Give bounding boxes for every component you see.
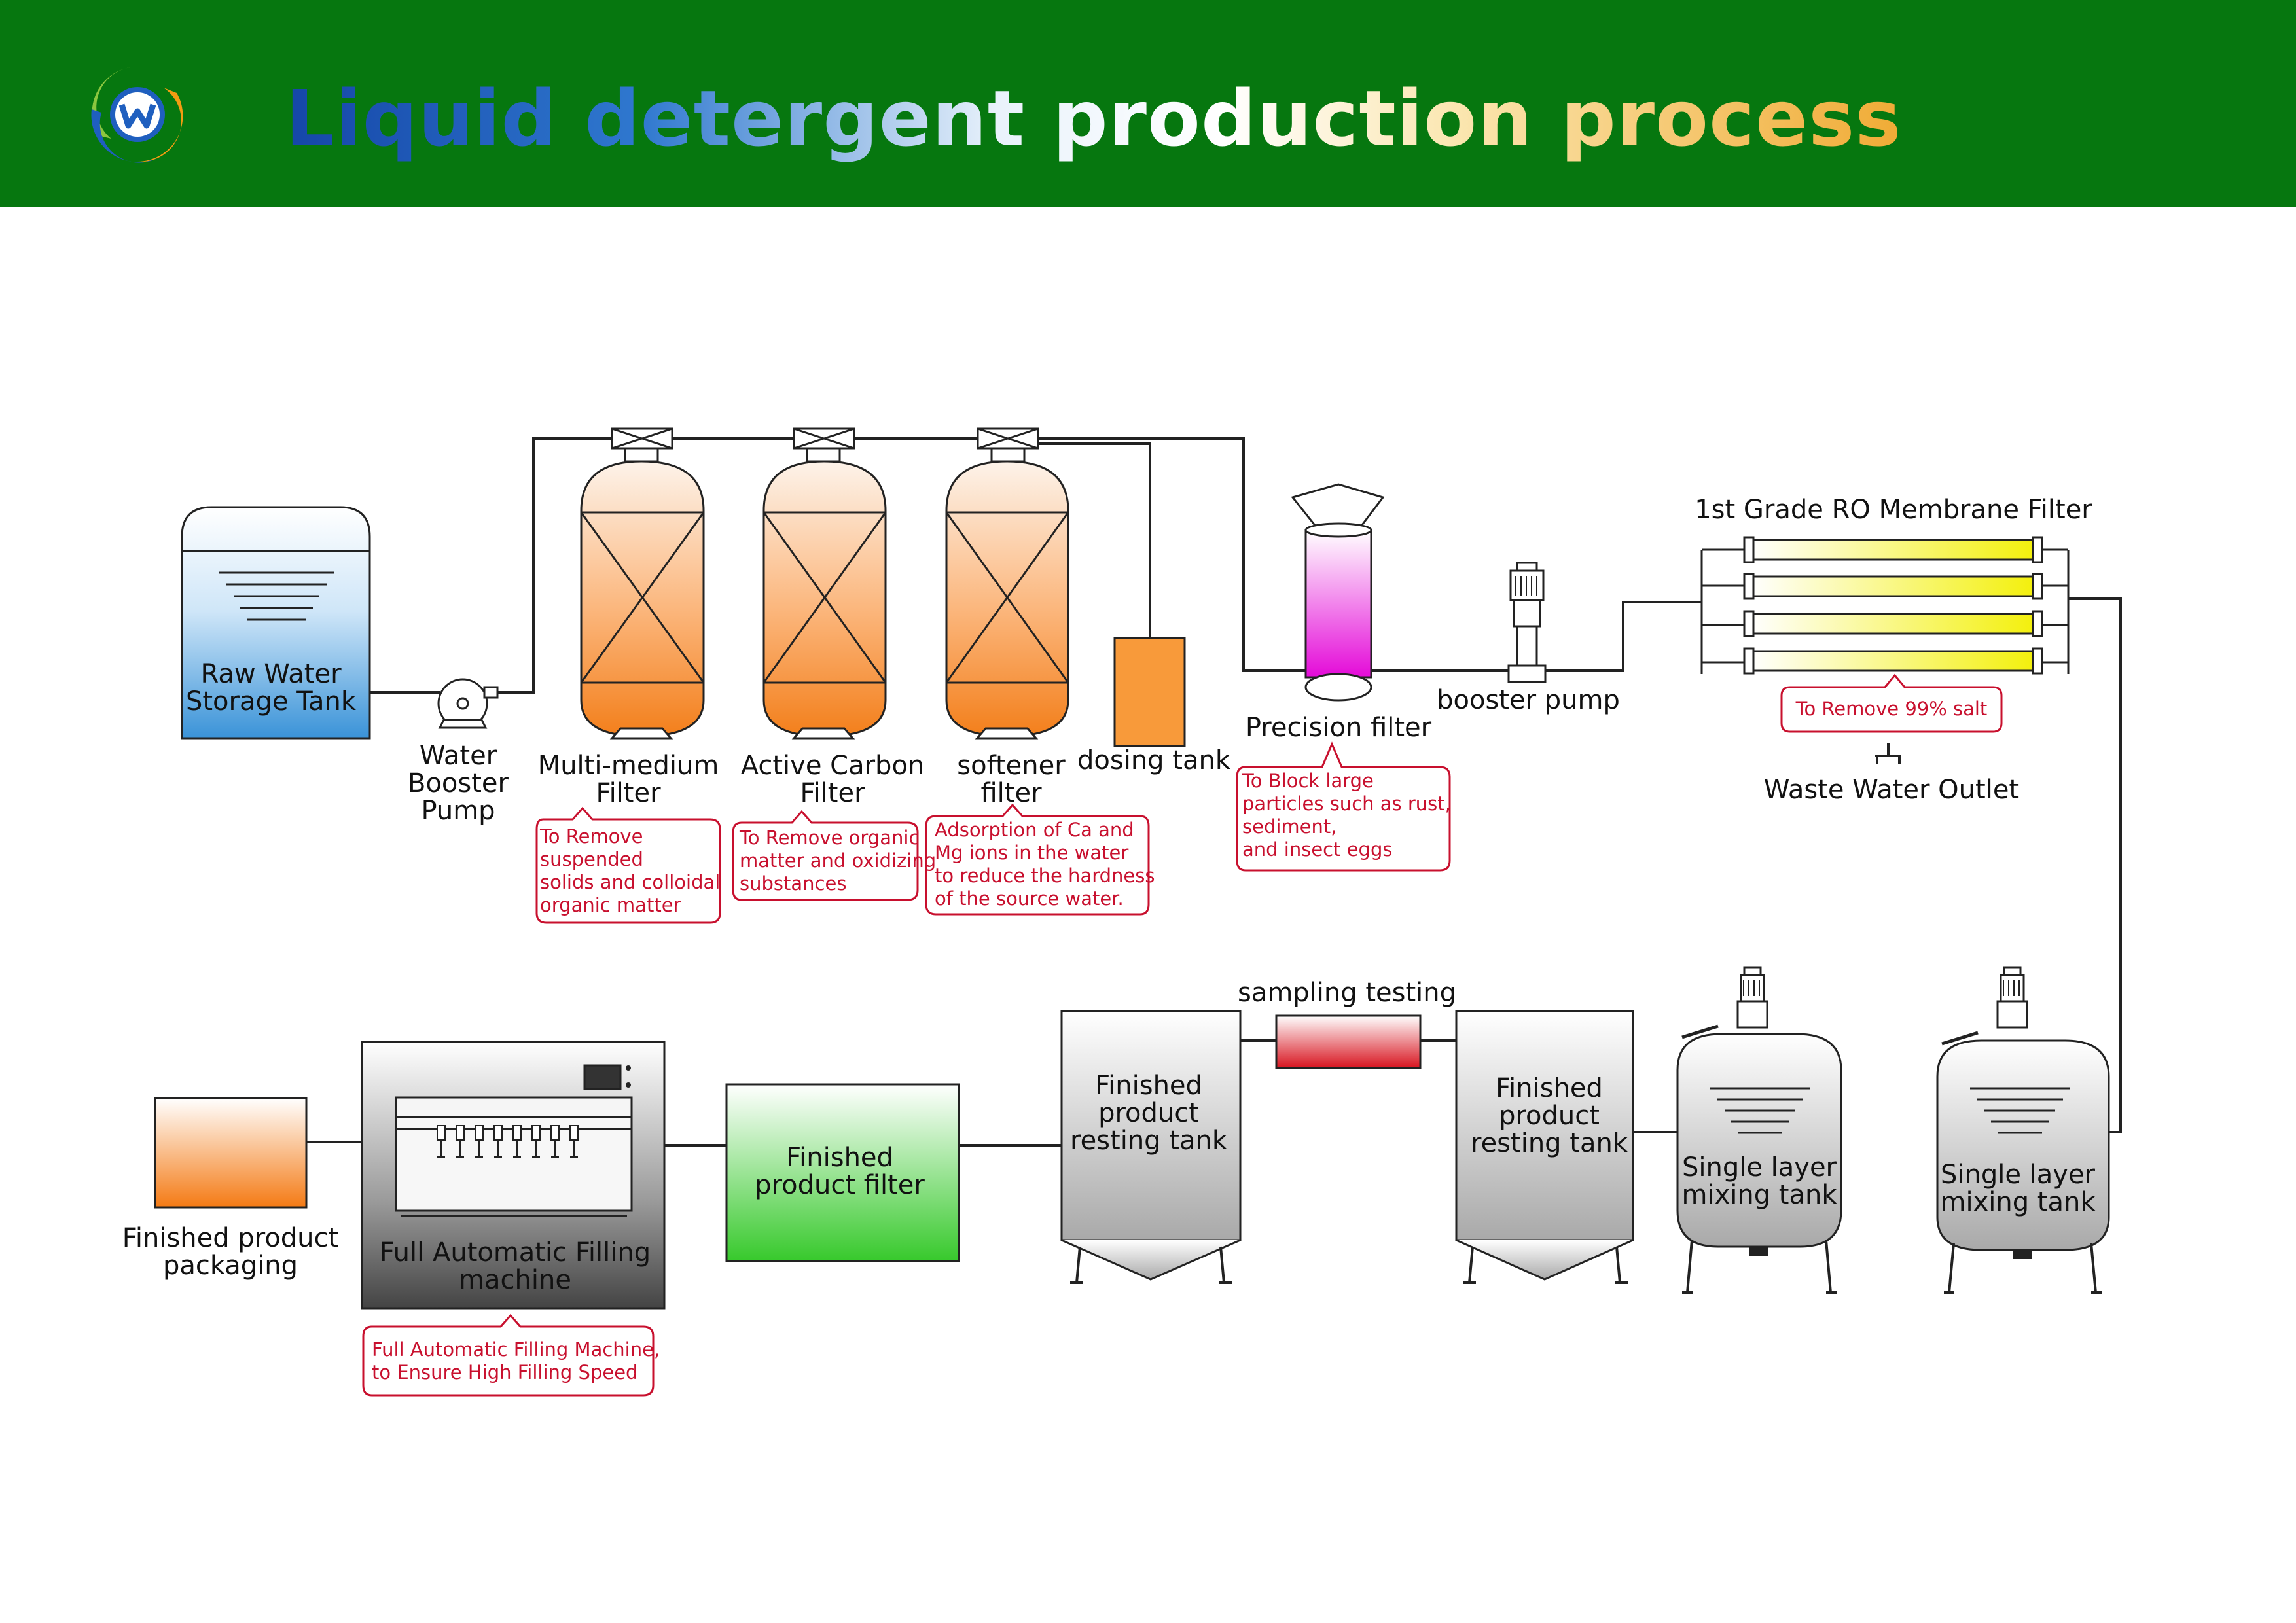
note-box-precision: [1236, 741, 1451, 872]
ro-manifold: [1700, 548, 2070, 674]
note-box-softener: [925, 803, 1150, 916]
company-logo-icon: [91, 66, 183, 163]
header-bar: Liquid detergent production process: [0, 0, 2296, 207]
note-box-multi-medium: [535, 806, 721, 924]
waste-water-outlet-label: Waste Water Outlet: [1764, 775, 2019, 805]
softener-filter-vessel: [945, 447, 1069, 740]
booster-pump-icon: [1507, 562, 1547, 683]
dosing-tank: [1113, 637, 1186, 747]
valves: [611, 427, 1039, 450]
active-carbon-filter-vessel: [762, 447, 887, 740]
sampling-testing-unit: [1275, 1014, 1422, 1069]
precision-filter-label: Precision filter: [1246, 713, 1432, 743]
multi-medium-filter-vessel: [580, 447, 705, 740]
precision-filter: [1291, 483, 1385, 702]
note-box-filling: [362, 1313, 655, 1397]
pipe-to-dosing-tank: [1037, 442, 1151, 638]
ro-membrane-filter-label: 1st Grade RO Membrane Filter: [1695, 495, 2092, 525]
valve-icon: [793, 427, 855, 450]
dosing-tank-label: dosing tank: [1077, 745, 1231, 776]
pipe-ro-to-mixing: [2068, 597, 2122, 1133]
pipe-filters-to-precision: [1037, 437, 1306, 672]
note-ro: To Remove 99% salt: [1795, 698, 1988, 720]
valve-icon: [977, 427, 1039, 450]
note-box-active-carbon: [732, 810, 919, 901]
ro-membrane-tubes: [1743, 536, 2043, 675]
ro-membrane-tube: [1743, 647, 2043, 675]
ro-membrane-tube: [1743, 573, 2043, 600]
finished-product-filter: [725, 1083, 960, 1262]
booster-pump-label: booster pump: [1437, 685, 1620, 715]
sampling-testing-label: sampling testing: [1238, 978, 1456, 1008]
waste-water-outlet-valve-icon: [1875, 746, 1901, 764]
ro-membrane-tube: [1743, 610, 2043, 637]
note-filling: Full Automatic Filling Machine,to Ensure…: [372, 1338, 660, 1383]
filling-nozzles: [437, 1125, 579, 1158]
note-box-ro: [1780, 673, 2003, 733]
valve-icon: [611, 427, 673, 450]
packaging-box: [154, 1097, 308, 1209]
page-title: Liquid detergent production process: [285, 69, 1902, 168]
ro-membrane-tube: [1743, 536, 2043, 563]
water-booster-pump-icon: [437, 678, 499, 729]
note-callouts: [362, 673, 2003, 1397]
pipe-booster-to-ro: [1541, 601, 1702, 672]
